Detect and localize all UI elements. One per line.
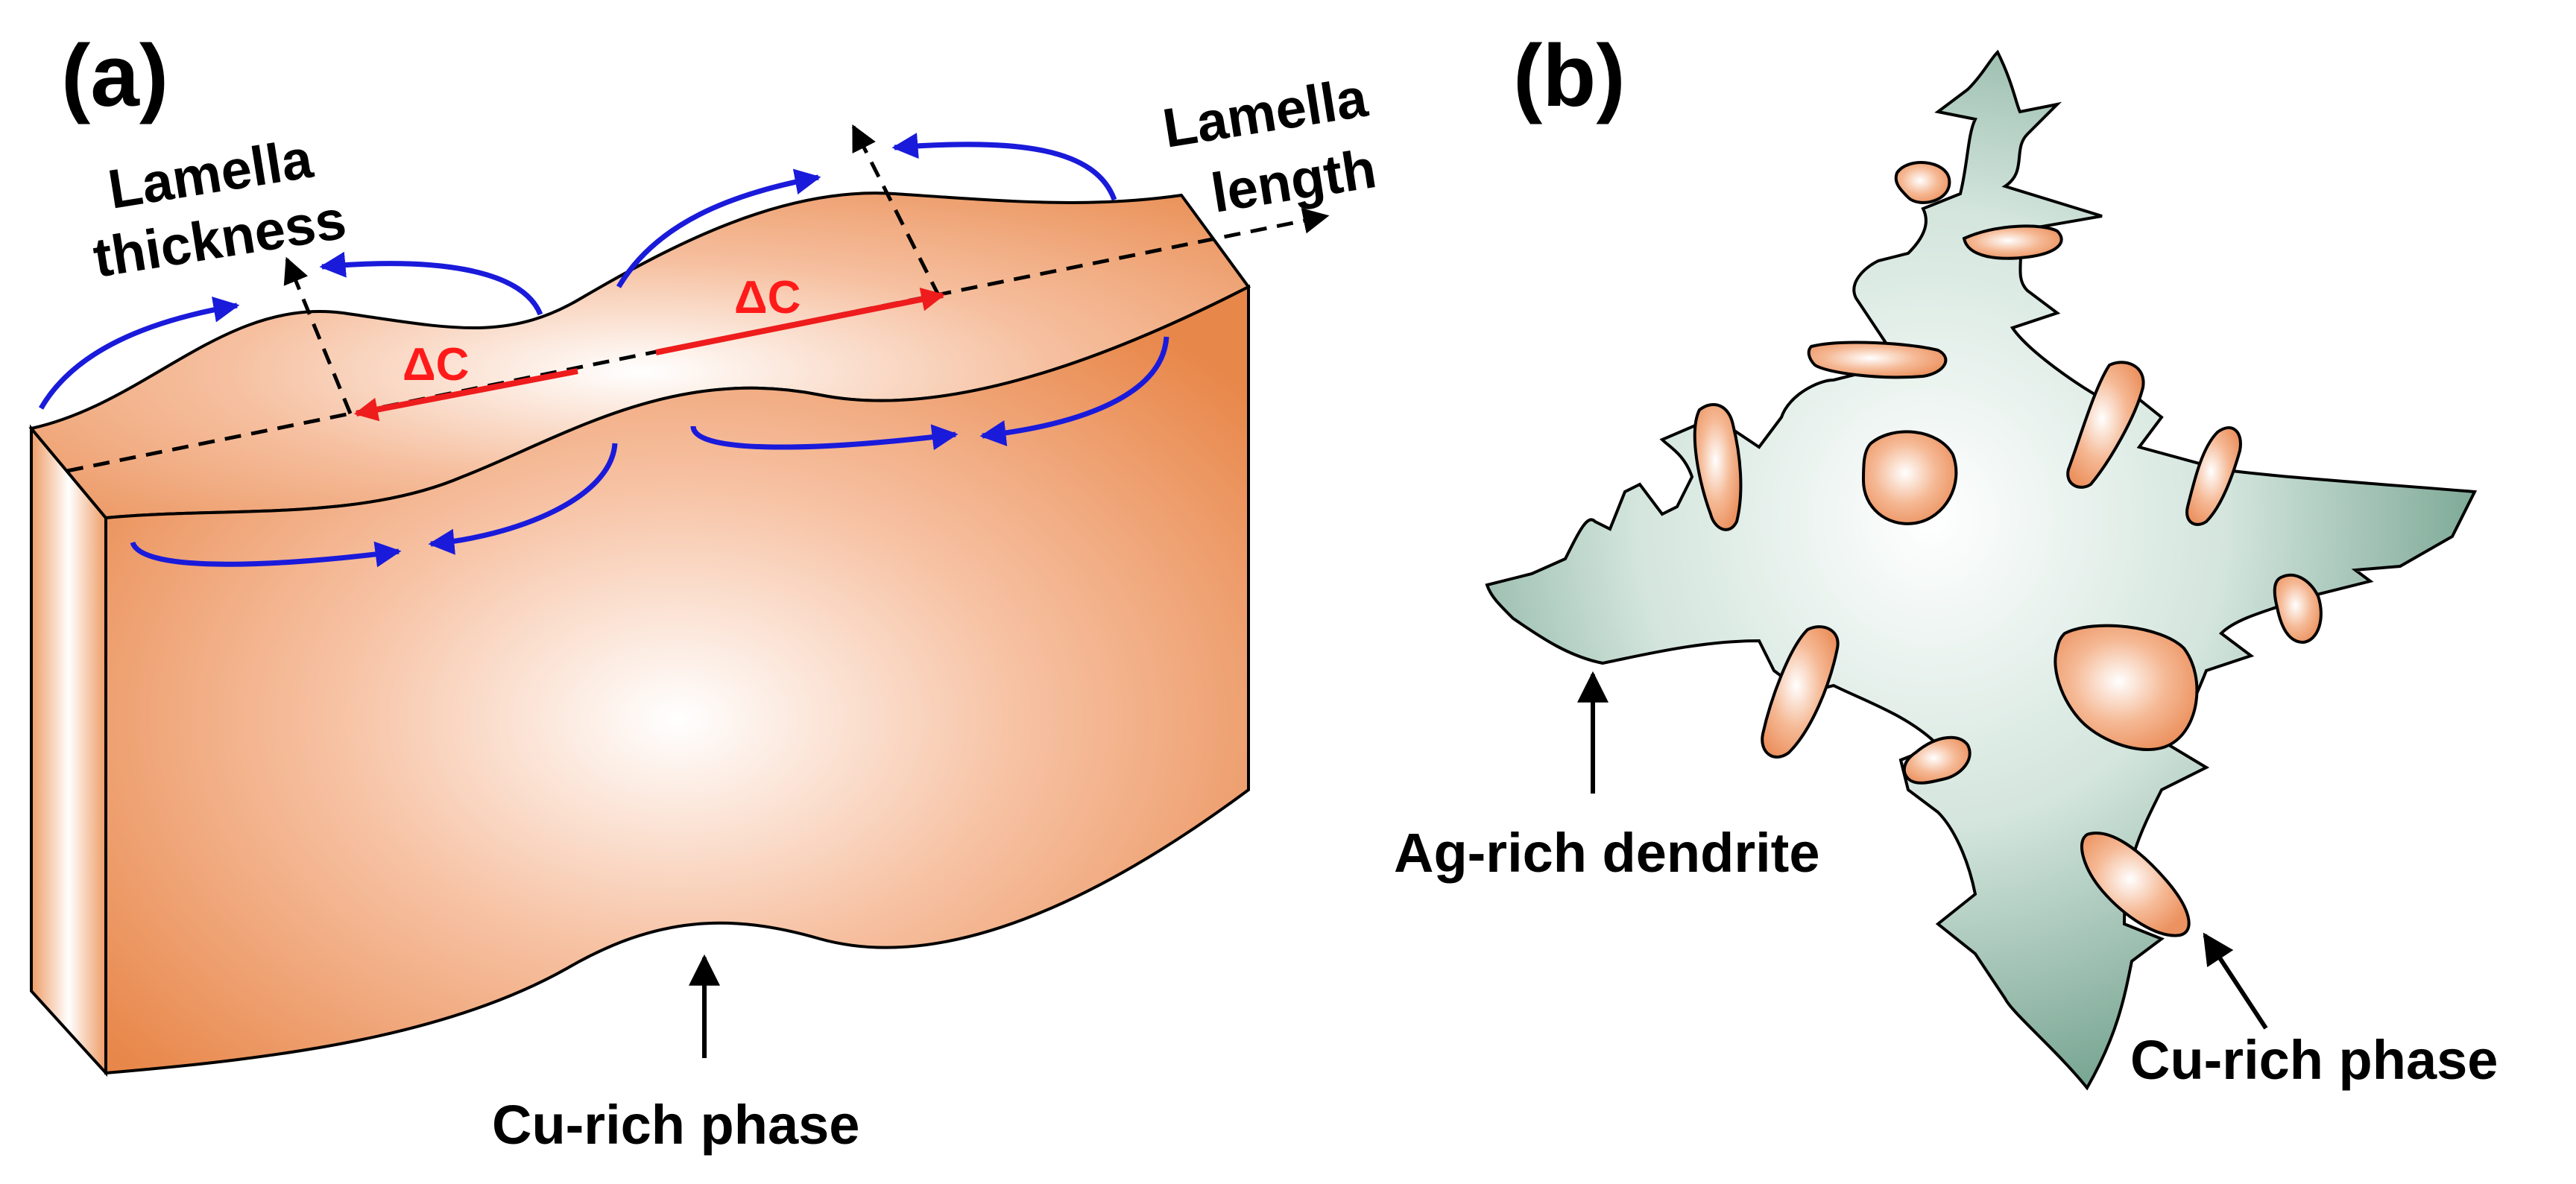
delta-c-arrow-right [655, 287, 946, 355]
ag-rich-dendrite [1485, 49, 2478, 1091]
lamella-front-face [104, 284, 1250, 1075]
cu-inclusion [2053, 624, 2199, 751]
cu-inclusion [2273, 573, 2323, 645]
cu-inclusion [1962, 224, 2063, 260]
thickness-axis-right [851, 124, 941, 298]
diffusion-arrow [690, 424, 959, 451]
cu-rich-phase-label-a: Cu-rich phase [492, 1094, 859, 1156]
diffusion-arrow [891, 133, 1117, 201]
delta-c-label-right: ΔC [734, 272, 801, 323]
panel-b: (b) Ag-rich dendrite Cu-rich phase [1394, 27, 2498, 1091]
delta-c-arrow-left [353, 368, 578, 422]
cu-inclusion [1894, 161, 1951, 204]
ag-rich-dendrite-label: Ag-rich dendrite [1394, 822, 1819, 884]
diffusion-arrow [319, 251, 543, 316]
cu-inclusion [2185, 426, 2242, 526]
cu-inclusion [1902, 735, 1972, 785]
diffusion-arrow [428, 443, 618, 555]
lamella-side-face [30, 424, 107, 1077]
cu-inclusion [1761, 625, 1840, 759]
cu-inclusion [1693, 402, 1743, 531]
delta-c-label-left: ΔC [402, 339, 469, 390]
lamella-length-label-line2: length [1208, 137, 1380, 224]
diffusion-arrow [130, 541, 402, 568]
panel-b-label: (b) [1513, 27, 1626, 125]
thickness-axis-left [283, 256, 353, 414]
cu-rich-inclusions [1693, 161, 2323, 937]
cu-inclusion [2080, 832, 2191, 937]
cu-inclusion [1807, 341, 1948, 379]
panel-a-label: (a) [61, 27, 168, 125]
cu-rich-phase-label-b: Cu-rich phase [2130, 1029, 2498, 1091]
diffusion-arrow [979, 336, 1169, 446]
panel-a: (a) ΔC ΔC Lamella thickness Lame [28, 27, 1380, 1156]
diffusion-arrows [38, 133, 1169, 568]
cu-rich-phase-pointer-b [2203, 932, 2268, 1030]
cu-inclusion [1861, 430, 1958, 525]
diffusion-arrow [616, 168, 821, 288]
cu-inclusion [2066, 361, 2145, 489]
diffusion-arrow [38, 297, 240, 410]
